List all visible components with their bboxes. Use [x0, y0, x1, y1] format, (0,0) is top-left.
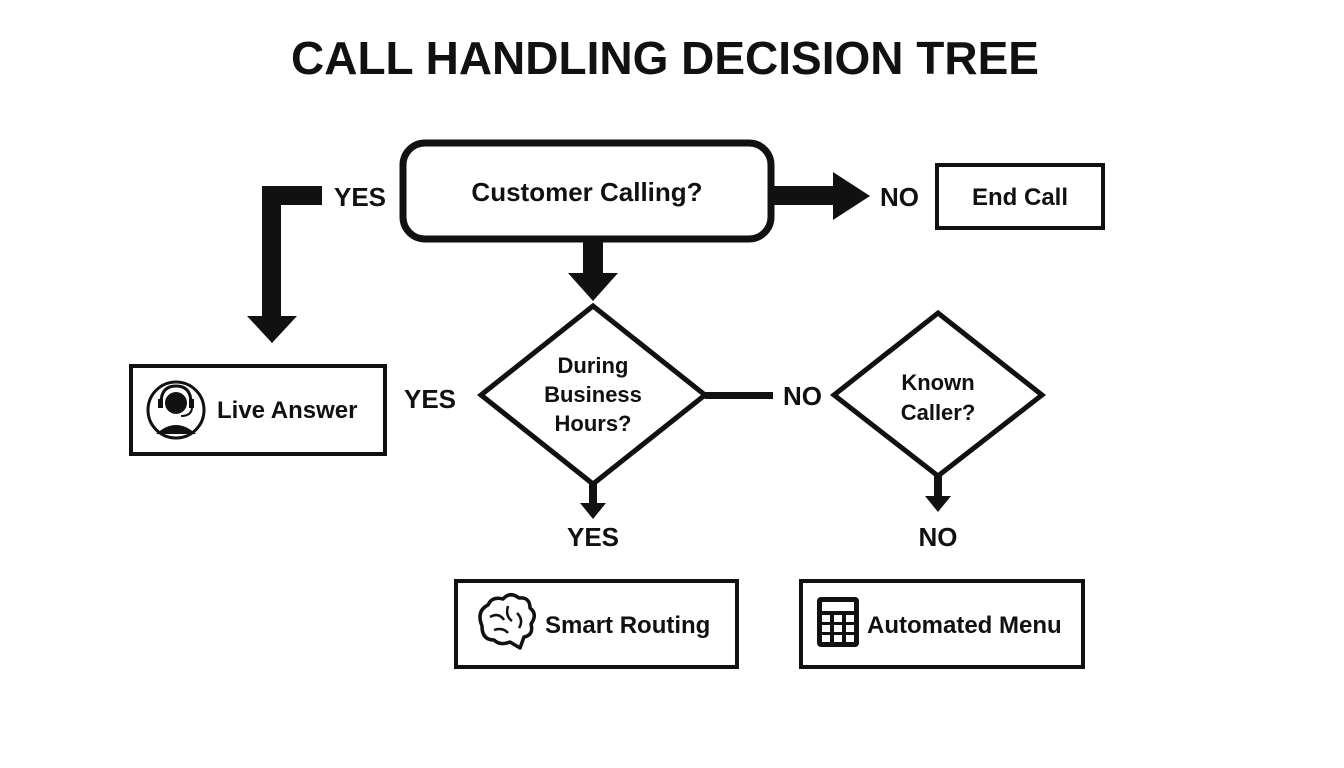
branch-hours-yes-down: YES [567, 522, 619, 552]
smart-routing-node: Smart Routing [454, 579, 739, 669]
smart-routing-label: Smart Routing [545, 612, 710, 639]
branch-hours-yes-left: YES [404, 384, 456, 414]
arrow-start-to-end [773, 172, 870, 220]
arrow-start-to-live-answer [247, 186, 322, 343]
business-hours-line-2: Business [544, 382, 642, 407]
start-node-label: Customer Calling? [471, 177, 702, 207]
connector-hours-no [705, 392, 773, 399]
known-caller-line-2: Caller? [901, 400, 976, 425]
automated-menu-node: Automated Menu [799, 579, 1085, 669]
keypad-icon [817, 597, 859, 647]
branch-start-no: NO [880, 182, 919, 212]
known-caller-node: Known Caller? [829, 309, 1047, 480]
business-hours-line-1: During [558, 353, 629, 378]
known-caller-line-1: Known [901, 370, 974, 395]
brain-icon [478, 593, 536, 650]
business-hours-line-3: Hours? [555, 411, 632, 436]
arrow-start-to-hours [568, 239, 618, 301]
live-answer-node: Live Answer [129, 364, 387, 456]
headset-agent-icon [146, 380, 206, 440]
branch-known-no: NO [919, 522, 958, 552]
branch-start-yes: YES [334, 182, 386, 212]
automated-menu-label: Automated Menu [867, 612, 1062, 639]
end-call-label: End Call [972, 184, 1068, 211]
start-node: Customer Calling? [399, 139, 775, 243]
arrow-known-down [925, 475, 951, 512]
live-answer-label: Live Answer [217, 397, 358, 424]
end-call-node: End Call [935, 163, 1105, 230]
arrow-hours-down [580, 483, 606, 519]
branch-hours-no: NO [783, 381, 822, 411]
diagram-title: CALL HANDLING DECISION TREE [291, 32, 1039, 84]
business-hours-node: During Business Hours? [476, 302, 710, 488]
